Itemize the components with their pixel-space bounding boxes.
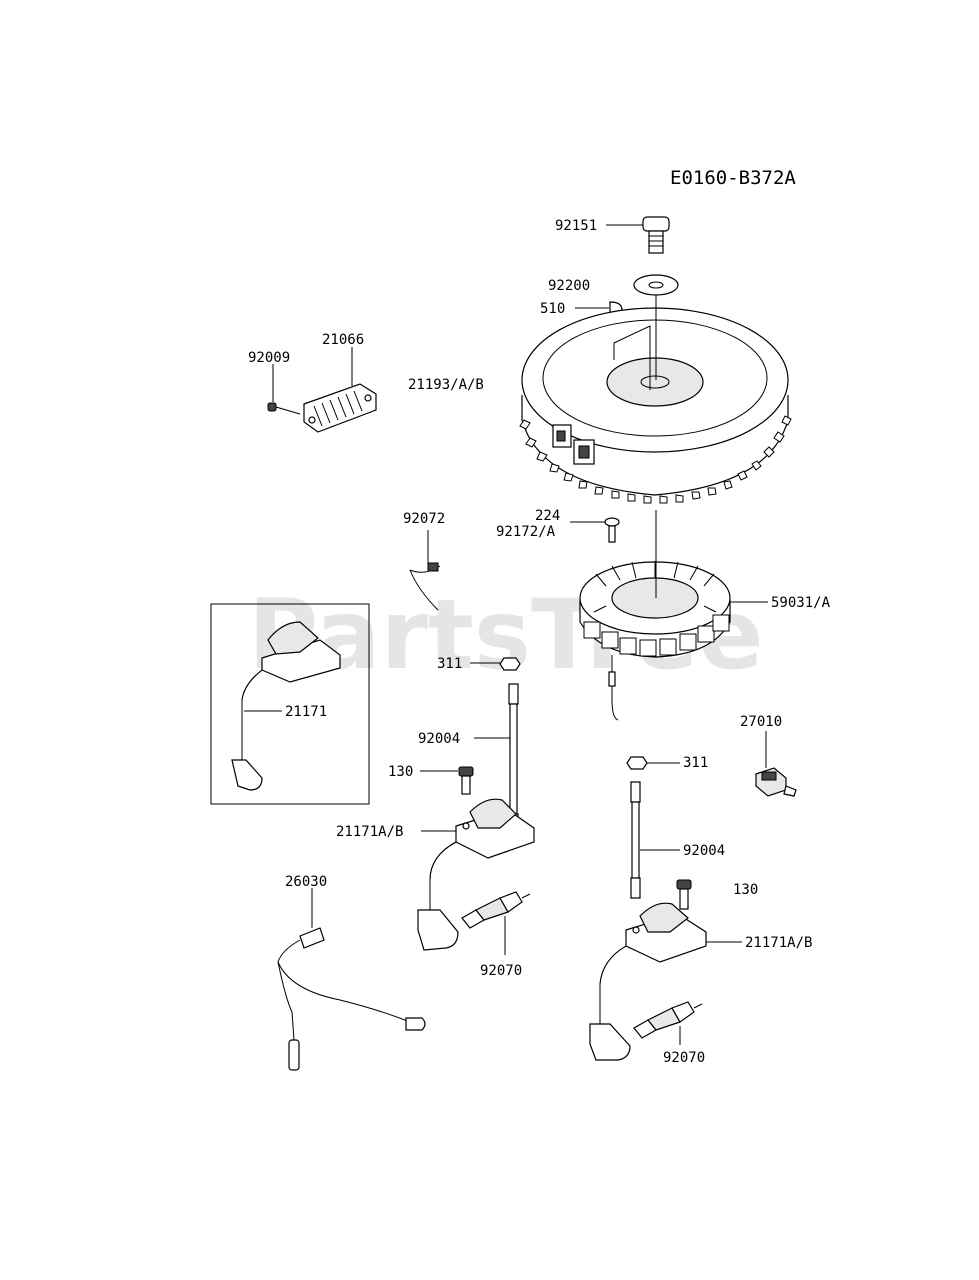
label-224[interactable]: 224 [535,508,560,524]
coil-inset-frame [210,603,370,805]
screw-92009[interactable] [267,402,301,415]
flywheel-bolt-92151[interactable] [642,216,670,254]
label-92009[interactable]: 92009 [248,350,290,366]
label-92172[interactable]: 92172/A [496,524,556,540]
stator-59031[interactable] [579,561,731,721]
label-92151[interactable]: 92151 [555,218,597,234]
label-311-lower[interactable]: 311 [683,755,708,771]
label-27010[interactable]: 27010 [740,714,782,730]
wire-clip-92072[interactable] [409,562,441,611]
ignition-coil-21171ab-left[interactable] [417,798,535,951]
label-92004-left[interactable]: 92004 [418,731,460,747]
label-21066[interactable]: 21066 [322,332,364,348]
diagram-code: E0160-B372A [670,167,796,189]
label-130-left[interactable]: 130 [388,764,413,780]
label-510[interactable]: 510 [540,301,565,317]
label-92004-right[interactable]: 92004 [683,843,725,859]
label-92200[interactable]: 92200 [548,278,590,294]
label-21193[interactable]: 21193/A/B [408,377,484,393]
nut-311-upper[interactable] [499,657,521,671]
spark-plug-92070-left[interactable] [461,891,531,929]
wire-harness-26030[interactable] [277,927,426,1071]
label-92072[interactable]: 92072 [403,511,445,527]
screw-92172[interactable] [604,517,620,543]
label-26030[interactable]: 26030 [285,874,327,890]
bolt-130-left[interactable] [458,766,474,795]
bolt-130-right[interactable] [676,879,692,910]
ignition-coil-21171ab-right[interactable] [589,902,707,1061]
label-92070-left[interactable]: 92070 [480,963,522,979]
flywheel-21193[interactable] [519,307,792,504]
label-311-upper[interactable]: 311 [437,656,462,672]
ignition-coil-21171[interactable] [231,621,341,791]
label-21171[interactable]: 21171 [285,704,327,720]
stud-92004-right[interactable] [630,781,641,899]
label-59031[interactable]: 59031/A [771,595,831,611]
label-130-right[interactable]: 130 [733,882,758,898]
label-21171ab-left[interactable]: 21171A/B [336,824,403,840]
spark-plug-92070-right[interactable] [633,1001,703,1039]
switch-27010[interactable] [755,767,797,797]
washer-92200[interactable] [633,274,679,296]
nut-311-lower[interactable] [626,756,648,770]
label-21171ab-right[interactable]: 21171A/B [745,935,812,951]
regulator-21066[interactable] [303,383,377,433]
label-92070-right[interactable]: 92070 [663,1050,705,1066]
